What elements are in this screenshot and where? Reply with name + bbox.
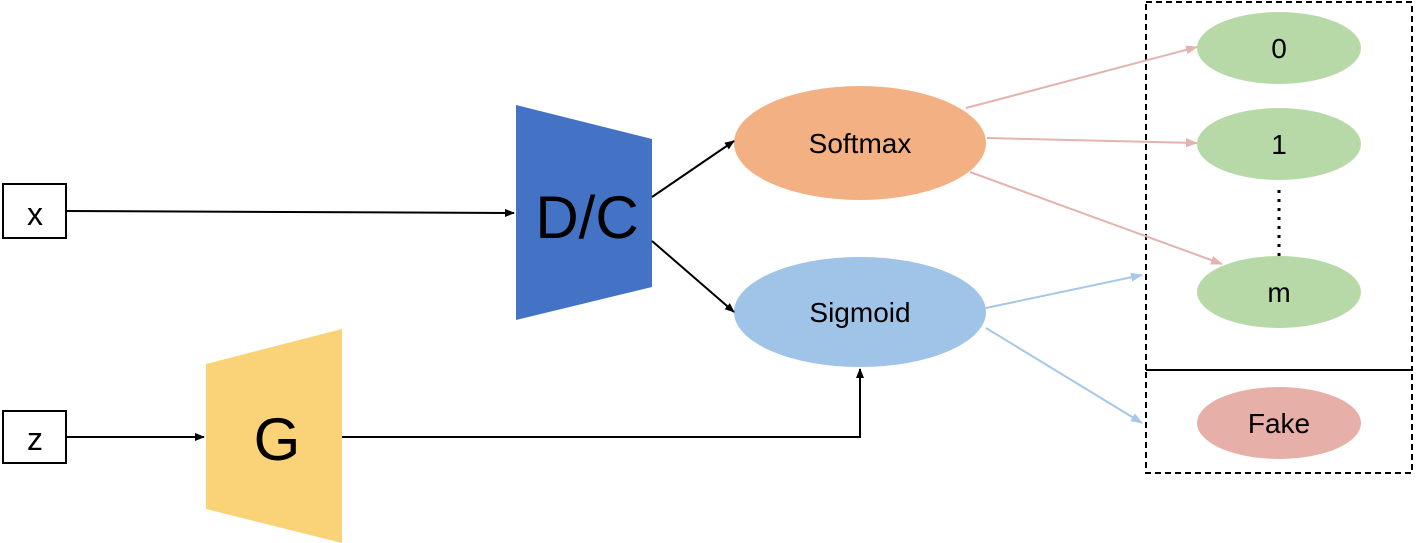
class-1-label: 1	[1271, 129, 1287, 160]
discriminator-label: D/C	[535, 184, 638, 251]
arrow-sigmoid-to-fake-group	[985, 327, 1143, 424]
arrow-sigmoid-to-real-group	[985, 272, 1143, 309]
softmax-node	[734, 86, 986, 200]
sigmoid-label: Sigmoid	[809, 297, 910, 328]
arrow-softmax-to-class-0	[965, 45, 1198, 109]
input-z-box	[2, 410, 67, 464]
arrow-g-to-sigmoid	[342, 368, 864, 438]
generator-block	[206, 329, 342, 543]
arrow-dc-to-softmax	[651, 140, 735, 198]
arrow-dc-to-sigmoid	[651, 240, 735, 313]
input-x-label: x	[27, 196, 43, 232]
fake-group-box	[1145, 369, 1413, 474]
arrow-softmax-to-class-m	[969, 171, 1223, 265]
class-0-node	[1197, 12, 1361, 84]
softmax-label: Softmax	[809, 128, 912, 159]
discriminator-block	[516, 105, 652, 320]
class-1-node	[1197, 108, 1361, 180]
fake-label: Fake	[1248, 408, 1310, 439]
class-m-node	[1197, 256, 1361, 328]
class-m-label: m	[1267, 277, 1290, 308]
arrow-softmax-to-class-1	[986, 137, 1198, 148]
real-classes-group-box	[1145, 1, 1413, 371]
fake-node	[1197, 387, 1361, 459]
input-z-label: z	[27, 421, 43, 457]
generator-label: G	[254, 406, 301, 473]
class-0-label: 0	[1271, 33, 1287, 64]
sigmoid-node	[734, 257, 986, 367]
arrow-x-to-dc	[65, 208, 515, 217]
